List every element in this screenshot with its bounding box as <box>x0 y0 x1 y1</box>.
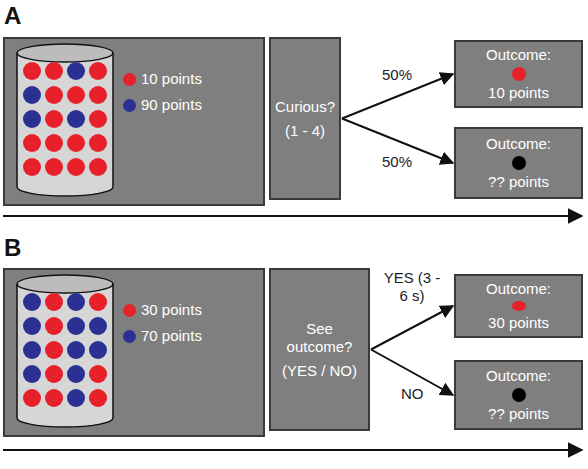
outcome-heading: Outcome: <box>486 280 551 298</box>
urn-panel: 30 points 70 points <box>3 268 265 437</box>
ball <box>67 389 85 407</box>
ball <box>45 62 63 80</box>
ball <box>23 389 41 407</box>
ball <box>45 110 63 128</box>
response-options: (1 - 4) <box>285 122 325 140</box>
urn-illustration <box>5 270 125 433</box>
ball <box>89 86 107 104</box>
response-options: (YES / NO) <box>282 362 357 380</box>
point-value: 30 points <box>141 301 202 319</box>
ball <box>23 62 41 80</box>
color-dot <box>123 99 136 112</box>
outcome-box: Outcome: ?? points <box>454 127 583 199</box>
ball <box>45 389 63 407</box>
ball <box>89 62 107 80</box>
panel-letter: B <box>4 234 21 262</box>
point-value: 10 points <box>141 70 202 88</box>
outcome-dot <box>512 388 526 402</box>
ball <box>89 293 107 311</box>
branch-label: YES (3 - 6 s) <box>379 269 445 305</box>
outcome-value: ?? points <box>488 173 549 191</box>
color-dot <box>123 304 136 317</box>
color-dot <box>123 330 136 343</box>
urn-panel: 10 points 90 points <box>3 37 265 206</box>
ball <box>23 317 41 335</box>
point-value: 90 points <box>141 96 202 114</box>
outcome-dot <box>512 67 526 81</box>
ball <box>45 317 63 335</box>
question-box: Curious? (1 - 4) <box>269 37 341 200</box>
ball <box>23 158 41 176</box>
ball <box>45 86 63 104</box>
ball <box>89 158 107 176</box>
urn-illustration <box>5 39 125 202</box>
outcome-value: 30 points <box>488 314 549 332</box>
ball <box>89 389 107 407</box>
color-dot <box>123 73 136 86</box>
ball <box>45 365 63 383</box>
question-text: See outcome? <box>274 320 365 356</box>
ball <box>67 341 85 359</box>
question-text: Curious? <box>275 98 335 116</box>
ball <box>67 134 85 152</box>
ball <box>89 134 107 152</box>
ball <box>67 293 85 311</box>
outcome-box: Outcome: 30 points <box>454 274 583 338</box>
question-box: See outcome? (YES / NO) <box>269 268 370 431</box>
outcome-value: 10 points <box>488 84 549 102</box>
branch-label: 50% <box>380 66 414 84</box>
ball <box>67 365 85 383</box>
panel-letter: A <box>4 2 21 30</box>
ball <box>67 317 85 335</box>
ball <box>45 293 63 311</box>
branch-label: NO <box>399 385 426 403</box>
time-arrow <box>3 449 582 451</box>
ball <box>89 110 107 128</box>
ball <box>67 62 85 80</box>
ball <box>89 341 107 359</box>
outcome-box: Outcome: ?? points <box>454 360 583 430</box>
point-value: 70 points <box>141 327 202 345</box>
outcome-dot <box>512 301 526 311</box>
branch-arrow <box>371 306 453 350</box>
outcome-heading: Outcome: <box>486 135 551 153</box>
ball <box>89 317 107 335</box>
time-arrow <box>3 215 582 217</box>
branch-label: 50% <box>380 153 414 171</box>
outcome-heading: Outcome: <box>486 46 551 64</box>
outcome-dot <box>512 156 526 170</box>
outcome-heading: Outcome: <box>486 367 551 385</box>
ball <box>23 110 41 128</box>
ball <box>45 341 63 359</box>
ball <box>23 341 41 359</box>
ball <box>67 86 85 104</box>
ball <box>23 86 41 104</box>
outcome-value: ?? points <box>488 405 549 423</box>
ball <box>23 365 41 383</box>
ball <box>23 293 41 311</box>
ball <box>23 134 41 152</box>
ball <box>67 158 85 176</box>
outcome-box: Outcome: 10 points <box>454 40 583 108</box>
ball <box>67 110 85 128</box>
ball <box>89 365 107 383</box>
ball <box>45 134 63 152</box>
ball <box>45 158 63 176</box>
